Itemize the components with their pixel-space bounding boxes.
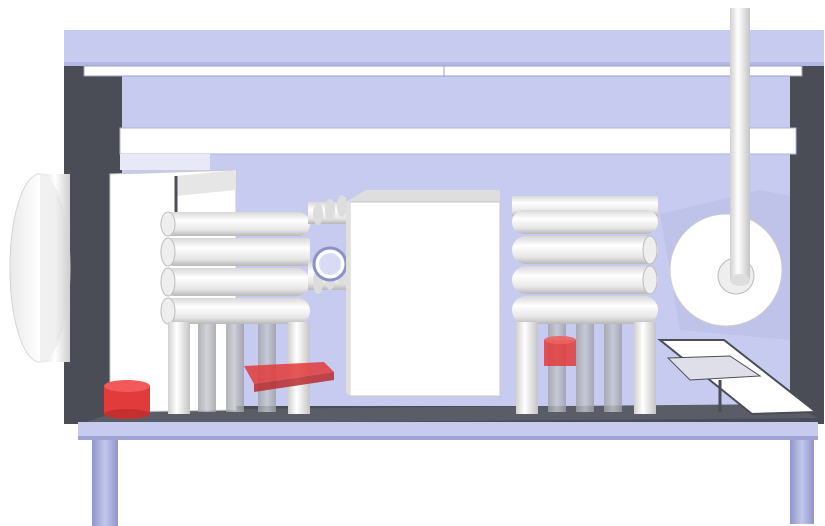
exhaust-pipe <box>730 8 750 286</box>
red-cup-left <box>104 380 150 419</box>
left-tube-bundle <box>160 195 352 325</box>
red-block-left <box>244 362 334 392</box>
leg-front-left <box>92 440 118 526</box>
cross-pipe-end <box>312 246 348 282</box>
central-block <box>346 190 501 397</box>
right-step-frame <box>657 339 819 416</box>
blower-drum <box>660 190 790 340</box>
right-vertical-tubes <box>516 322 656 414</box>
top-panel <box>64 30 824 70</box>
upper-rails <box>83 65 803 170</box>
support-legs <box>92 436 814 526</box>
side-drum <box>9 173 71 363</box>
red-cylinder-right <box>544 336 576 366</box>
right-tube-bundle <box>512 196 658 324</box>
leg-front-right <box>790 436 814 524</box>
